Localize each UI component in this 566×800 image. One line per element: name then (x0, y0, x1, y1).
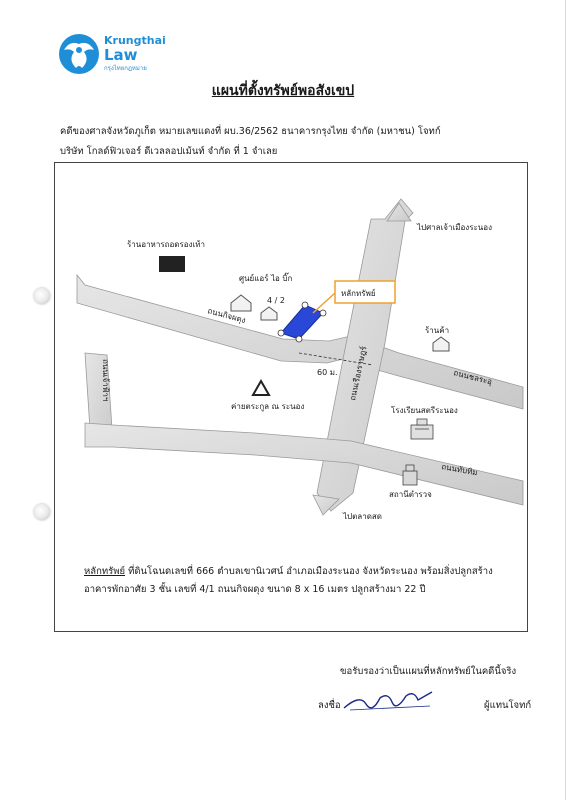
road-tubtim (84, 422, 524, 506)
property-callout-box (334, 280, 396, 304)
label-property: หลักทรัพย์ (341, 288, 376, 298)
label-road-left: ถนนเจ้าฟ้าฯ (101, 359, 110, 401)
label-shop: ร้านค้า (425, 326, 449, 335)
krungthai-law-logo: Krungthai Law กรุงไทยกฎหมาย (56, 30, 176, 80)
label-police: สถานีตำรวจ (389, 490, 432, 499)
case-line-1: คดีของศาลจังหวัดภูเก็ต หมายเลขแดงที่ ผบ.… (60, 126, 441, 137)
label-school: โรงเรียนสตรีระนอง (391, 405, 458, 415)
label-lot: 4 / 2 (267, 296, 285, 305)
arrow-to-market (312, 494, 340, 516)
logo-thai: กรุงไทยกฎหมาย (104, 65, 147, 72)
case-line-2: บริษัท โกลด์ฟิวเจอร์ ดีเวลลอปเม้นท์ จำกั… (60, 146, 278, 157)
punch-hole (34, 288, 50, 304)
label-to-shrine: ไปศาลเจ้าเมืองระนอง (416, 223, 492, 232)
label-camp: ค่ายตระกูล ณ ระนอง (231, 402, 304, 412)
location-map: ร้านอาหารถอดรองเท้า ศูนย์แอร์ ไอ บิ๊ก 4 … (54, 162, 528, 632)
label-center: ศูนย์แอร์ ไอ บิ๊ก (239, 272, 292, 284)
property-description-line-2: อาคารพักอาศัย 3 ชั้น เลขที่ 4/1 ถนนกิจผด… (84, 584, 426, 595)
property-desc-text: ที่ดินโฉนดเลขที่ 666 ตำบลเขานิเวศน์ อำเภ… (128, 566, 493, 577)
center-house-icon (230, 294, 252, 312)
distance-line (298, 352, 374, 366)
logo-name: Krungthai (104, 34, 166, 47)
label-distance: 60 ม. (317, 368, 338, 377)
sign-role: ผู้แทนโจทก์ (484, 700, 532, 711)
garuda-logo-icon (59, 34, 99, 74)
sign-label: ลงชื่อ (318, 700, 341, 711)
page-title: แผนที่ตั้งทรัพย์พอสังเขป (211, 83, 355, 99)
camp-triangle-icon (251, 378, 271, 396)
signature-image (343, 691, 433, 711)
label-restaurant: ร้านอาหารถอดรองเท้า (127, 240, 205, 249)
property-label: หลักทรัพย์ (84, 566, 126, 577)
punch-hole (34, 504, 50, 520)
school-building-icon (410, 418, 434, 440)
map-drawing: ร้านอาหารถอดรองเท้า ศูนย์แอร์ ไอ บิ๊ก 4 … (76, 198, 524, 521)
label-to-market: ไปตลาดสด (342, 512, 382, 521)
arrow-to-shrine (386, 202, 412, 222)
certification-statement: ขอรับรองว่าเป็นแผนที่หลักทรัพย์ในคดีนี้จ… (340, 666, 517, 677)
property-description-line-1: หลักทรัพย์ ที่ดินโฉนดเลขที่ 666 ตำบลเขาน… (84, 564, 493, 579)
logo-sub: Law (104, 46, 138, 64)
house-icon (260, 306, 278, 321)
police-station-icon (402, 464, 418, 486)
shop-house-icon (432, 336, 450, 352)
restaurant-building (159, 256, 185, 272)
